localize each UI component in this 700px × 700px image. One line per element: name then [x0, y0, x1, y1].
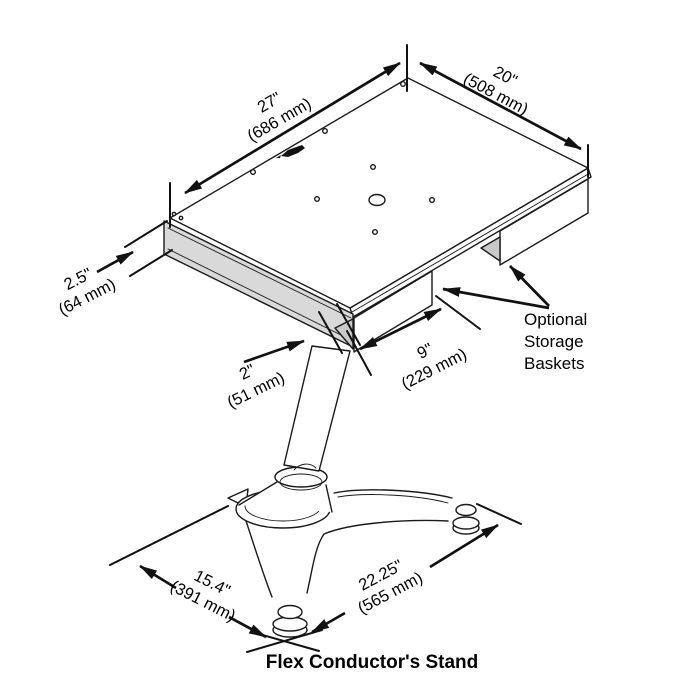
ext-line	[346, 330, 372, 376]
pole-collar-ring	[279, 473, 323, 491]
screw-hole	[372, 228, 379, 235]
dim-arrow-9in	[359, 307, 442, 351]
callout-line-2: Storage	[524, 332, 584, 351]
ext-line	[336, 303, 361, 346]
dim-9in-text: 9"	[414, 340, 436, 363]
left-rail-inner-bottom	[167, 248, 352, 341]
screw-hole	[314, 195, 321, 202]
basket-bracket	[480, 236, 501, 262]
dim-2in-text: 2"	[237, 361, 259, 384]
dim-basket-opening-label: 9" (229 mm)	[399, 340, 470, 393]
dim-base-width-label: 15.4" (391 mm)	[167, 567, 238, 626]
right-leg-inner-line	[337, 494, 449, 504]
pole-clip-detail	[293, 463, 317, 471]
callout-line-1: Optional	[524, 310, 587, 329]
tripod-base	[227, 466, 453, 598]
dim-arrow-27in	[184, 61, 401, 195]
ext-line	[109, 505, 229, 566]
base-cone-left-edge	[238, 481, 278, 506]
pedestal-pole	[283, 345, 351, 472]
dim-229mm-text: (229 mm)	[399, 345, 470, 393]
right-leg-top-edge	[333, 489, 453, 499]
pole-body	[283, 345, 351, 472]
storage-baskets-callout: Optional Storage Baskets	[524, 310, 587, 373]
callout-arrow-lower	[442, 287, 550, 310]
base-cone-right-edge	[325, 484, 333, 513]
screw-hole	[322, 127, 329, 134]
screw-hole	[400, 80, 407, 87]
front-foot-cap	[277, 604, 303, 620]
dimension-arrows	[96, 61, 582, 639]
dim-arrow-15-4in-left	[139, 564, 177, 590]
dim-arrow-2-5in	[96, 250, 134, 274]
right-foot-ring	[452, 516, 480, 530]
dim-base-depth-label: 22.25" (565 mm)	[355, 556, 426, 617]
dim-arrow-2in	[243, 339, 305, 364]
screw-hole	[178, 215, 184, 221]
ext-line	[318, 311, 343, 354]
glide-feet	[272, 503, 480, 638]
dim-arrow-15-4in-right	[228, 615, 267, 639]
screw-hole	[370, 163, 377, 170]
ext-line	[476, 503, 522, 525]
grommet-hole	[368, 193, 386, 207]
screw-hole	[171, 211, 177, 217]
callout-arrow-upper	[509, 265, 550, 307]
dim-arrow-22-25in-left	[311, 611, 346, 634]
left-rail-inner-top	[167, 227, 352, 319]
screw-hole	[249, 168, 256, 175]
dim-arrow-22-25in-right	[429, 523, 499, 569]
dim-top-depth-label: 20" (508 mm)	[460, 63, 531, 119]
callout-line-3: Baskets	[524, 354, 584, 373]
ext-line	[129, 249, 173, 277]
front-right-leg-edge	[306, 519, 449, 594]
ext-line	[124, 220, 168, 248]
figure-title: Flex Conductor's Stand	[266, 652, 478, 673]
ext-line	[435, 295, 481, 330]
screw-hole	[429, 196, 436, 203]
right-foot-cap	[455, 503, 477, 517]
tabletop-edge-inner-line	[351, 172, 591, 313]
dim-top-length-label: 27" (686 mm)	[244, 89, 314, 146]
dim-arrow-20in	[419, 61, 582, 151]
ext-line	[246, 629, 323, 653]
